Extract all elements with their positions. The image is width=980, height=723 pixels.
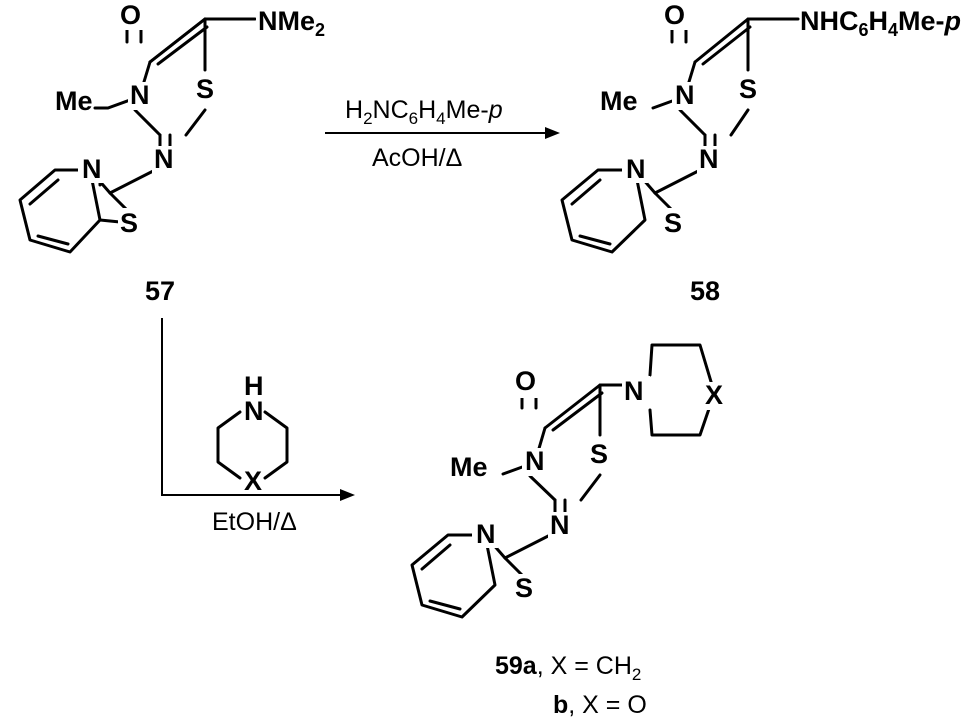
reaction-arrow-2: H N X EtOH/Δ	[161, 318, 355, 536]
conditions-acoh: AcOH/Δ	[372, 144, 462, 172]
compound-58: O NHC6H4Me-p N S Me N N S 58	[560, 0, 980, 306]
compound-57-label: 57	[145, 276, 175, 306]
conditions-etoh: EtOH/Δ	[212, 508, 297, 536]
nitrogen-atom: N	[525, 446, 545, 476]
oxygen-atom: O	[120, 0, 141, 30]
compound-59: O N X N S Me N N S 59a, X = CH2 b, X = O	[410, 343, 728, 719]
thiazole-nitrogen: N	[626, 154, 646, 184]
oxygen-atom: O	[664, 0, 685, 30]
compound-58-label: 58	[690, 276, 720, 306]
thiazole-sulfur: S	[120, 208, 138, 238]
thiazole-sulfur: S	[664, 208, 682, 238]
imine-nitrogen: N	[154, 144, 174, 174]
reagent-toluidine: H2NC6H4Me-p	[345, 96, 503, 128]
piperidine-nitrogen: N	[624, 376, 644, 406]
nme2-group: NMe2	[258, 6, 325, 40]
thiazole-nitrogen: N	[476, 519, 496, 549]
sulfur-atom: S	[196, 74, 214, 104]
thiazole-nitrogen: N	[82, 154, 102, 184]
nitrogen-atom: N	[130, 80, 150, 110]
ring-x: X	[244, 466, 262, 496]
methyl-group: Me	[600, 86, 638, 116]
ring-x: X	[705, 380, 723, 410]
methyl-group: Me	[450, 452, 488, 482]
sulfur-atom: S	[739, 74, 757, 104]
nitrogen-atom: N	[675, 80, 695, 110]
arylamino-group: NHC6H4Me-p	[800, 6, 961, 40]
amine-nitrogen: N	[244, 396, 264, 426]
compound-59a-label: 59a, X = CH2	[495, 652, 641, 684]
sulfur-atom: S	[590, 439, 608, 469]
compound-59b-label: b, X = O	[553, 691, 647, 719]
methyl-group: Me	[55, 86, 93, 116]
imine-nitrogen: N	[550, 510, 570, 540]
reaction-arrow-1: H2NC6H4Me-p AcOH/Δ	[325, 96, 560, 172]
imine-nitrogen: N	[699, 144, 719, 174]
oxygen-atom: O	[515, 366, 536, 396]
compound-57: O NMe2 N S Me N N S 57	[18, 0, 336, 306]
thiazole-sulfur: S	[515, 573, 533, 603]
amine-hydrogen: H	[244, 371, 264, 401]
